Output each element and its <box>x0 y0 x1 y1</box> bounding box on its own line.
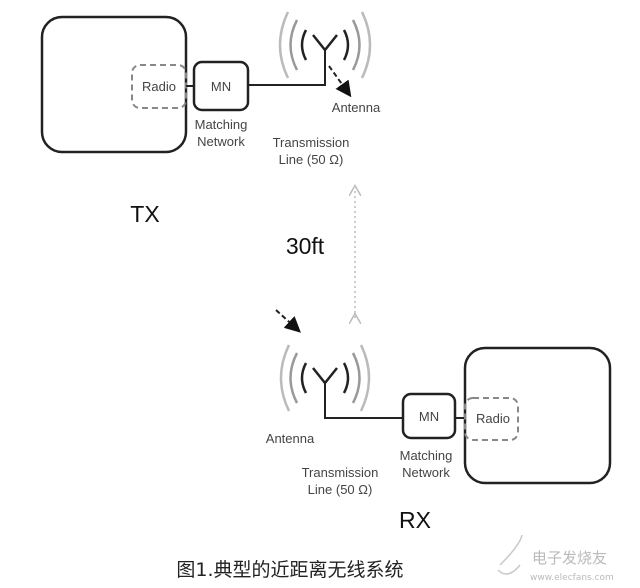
rx-radio-label: Radio <box>476 411 510 426</box>
tx-matching-network-line1: Matching <box>195 117 248 132</box>
rx-transmission-line-label1: Transmission <box>302 465 379 480</box>
tx-transmission-line-label2: Line (50 Ω) <box>279 152 344 167</box>
rx-matching-network-line2: Network <box>402 465 450 480</box>
watermark-logo-icon <box>497 534 523 575</box>
tx-transmission-line-label1: Transmission <box>273 135 350 150</box>
tx-label: TX <box>130 201 159 227</box>
watermark-name: 电子发烧友 <box>532 549 607 567</box>
rx-label: RX <box>399 507 431 533</box>
rx-section: MN Radio Antenna Matching Network Transm… <box>266 309 612 533</box>
rx-antenna-label: Antenna <box>266 431 315 446</box>
tx-radio-label: Radio <box>142 79 176 94</box>
tx-antenna-label: Antenna <box>332 100 381 115</box>
watermark-url: www.elecfans.com <box>530 573 614 583</box>
rx-radio-box <box>464 397 519 441</box>
rx-antenna-pointer-arrow <box>275 309 301 333</box>
tx-antenna-icon <box>278 11 372 79</box>
rx-transmission-line <box>324 383 403 419</box>
distance-label: 30ft <box>286 233 325 259</box>
tx-matching-network-line2: Network <box>197 134 245 149</box>
tx-section: Radio MN Antenna Matching Network Transm… <box>40 11 381 227</box>
figure-caption: 图1.典型的近距离无线系统 <box>176 559 403 581</box>
rx-mn-box <box>401 392 457 440</box>
tx-mn-label: MN <box>211 79 231 94</box>
tx-transmission-line <box>248 50 326 86</box>
rx-mn-label: MN <box>419 409 439 424</box>
watermark: 电子发烧友 www.elecfans.com <box>497 534 614 583</box>
rx-matching-network-line1: Matching <box>400 448 453 463</box>
tx-antenna-pointer-arrow <box>328 65 352 98</box>
rx-transmission-line-label2: Line (50 Ω) <box>308 482 373 497</box>
